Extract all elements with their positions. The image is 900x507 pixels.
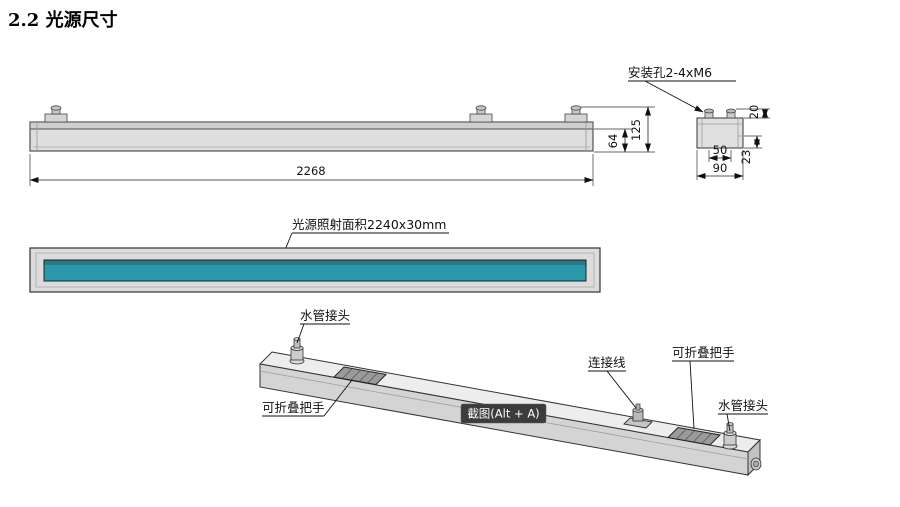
callout-cable-text: 连接线 <box>588 355 626 370</box>
glow-area-drawing: 光源照射面积2240x30mm <box>29 217 601 293</box>
mounting-bolt-left <box>44 105 68 123</box>
glow-strip-shade <box>44 260 586 265</box>
callout-glow-area: 光源照射面积2240x30mm <box>292 217 446 232</box>
callout-handle-right-text: 可折叠把手 <box>672 345 735 360</box>
end-view-bolt-left <box>704 108 714 119</box>
light-bar-top-flange <box>29 121 594 130</box>
callout-handle-left-text: 可折叠把手 <box>262 400 325 415</box>
handle-left-hatch <box>342 368 378 384</box>
dim-text-50: 50 <box>713 143 728 157</box>
dim-text-height-total: 125 <box>629 119 643 141</box>
dim-text-90: 90 <box>713 161 728 175</box>
dimension-hole-spacing: 50 <box>708 143 732 162</box>
mounting-bolt-right <box>564 105 588 123</box>
end-view-bolt-right <box>726 108 736 119</box>
water-connector-left <box>289 337 305 365</box>
isometric-view-drawing: 水管接头 可折叠把手 连接线 可折叠把手 <box>258 308 768 477</box>
dimension-heights: 64 125 <box>581 106 655 153</box>
screenshot-tooltip-bg[interactable] <box>460 403 547 424</box>
foldable-handle-left <box>332 366 388 386</box>
screenshot-tooltip[interactable]: 截图(Alt + A) <box>460 403 547 424</box>
callout-water-right-text: 水管接头 <box>718 398 768 413</box>
dim-text-height-body: 64 <box>606 134 620 149</box>
callout-water-left-text: 水管接头 <box>300 308 350 323</box>
callout-cable: 连接线 <box>588 355 637 409</box>
cable-connector <box>623 403 653 429</box>
dimension-width: 90 <box>696 150 744 180</box>
callout-water-right: 水管接头 <box>718 398 768 432</box>
dim-text-23: 23 <box>739 150 753 165</box>
callout-leader <box>644 80 704 113</box>
end-view-drawing: 安装孔2-4xM6 20 <box>628 65 770 180</box>
callout-mounting-holes: 安装孔2-4xM6 <box>628 65 712 80</box>
front-view-drawing: 2268 64 125 <box>29 105 655 186</box>
dim-text-length: 2268 <box>296 164 325 178</box>
handle-right-hatch <box>676 428 712 444</box>
foldable-handle-right <box>666 426 722 446</box>
dim-text-20: 20 <box>747 105 761 120</box>
dimension-side-23: 23 <box>739 135 762 165</box>
glow-bar-frame <box>35 252 595 288</box>
water-connector-right <box>722 422 738 450</box>
end-view-body <box>696 117 744 149</box>
callout-handle-left: 可折叠把手 <box>262 379 353 417</box>
glow-strip <box>43 259 587 282</box>
end-face-fitting <box>750 457 762 471</box>
callout-water-left: 水管接头 <box>296 308 350 344</box>
mounting-bolt-middle <box>469 105 493 123</box>
dimension-length: 2268 <box>29 154 594 186</box>
callout-handle-right: 可折叠把手 <box>672 345 735 430</box>
dimension-bolt-height: 20 <box>736 105 770 120</box>
screenshot-tooltip-label: 截图(Alt + A) <box>467 407 539 421</box>
section-title: 2.2 光源尺寸 <box>8 10 118 31</box>
